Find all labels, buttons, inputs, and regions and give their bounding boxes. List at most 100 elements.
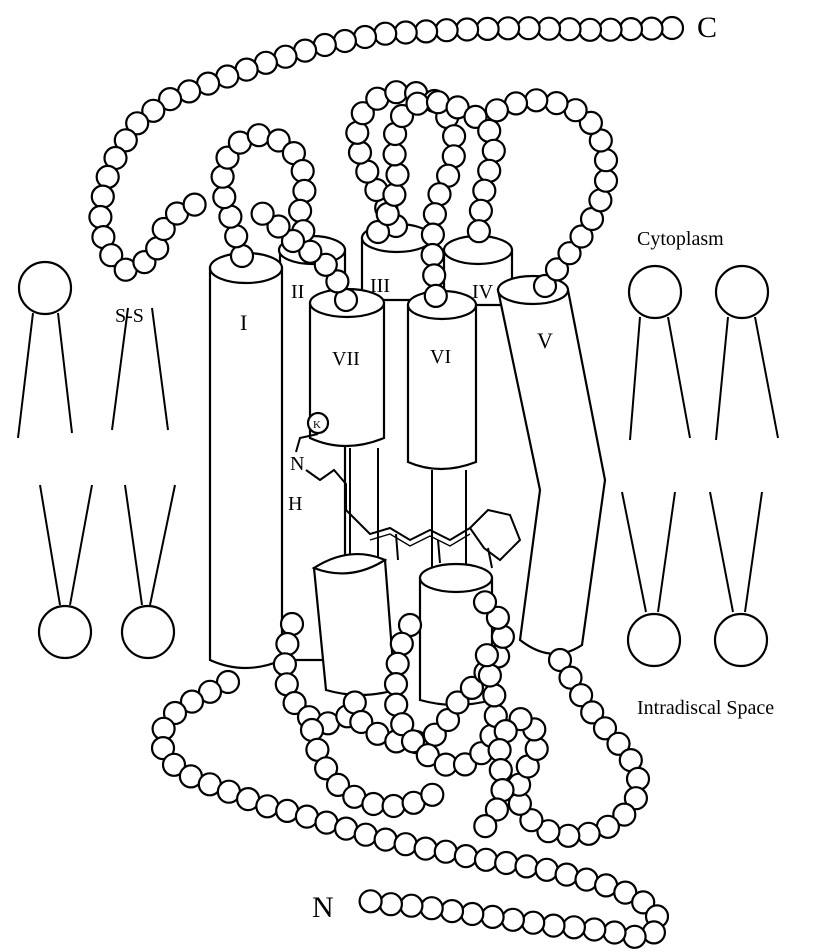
amino-acid-bead — [231, 245, 253, 267]
amino-acid-bead — [497, 17, 519, 39]
amino-acid-bead — [421, 784, 443, 806]
amino-acid-bead — [641, 18, 663, 40]
amino-acid-bead — [461, 903, 483, 925]
amino-acid-bead — [578, 823, 600, 845]
amino-acid-bead — [483, 140, 505, 162]
amino-acid-bead — [424, 203, 446, 225]
amino-acid-bead — [579, 19, 601, 41]
helix-label-v: V — [537, 328, 553, 353]
amino-acid-bead — [474, 815, 496, 837]
amino-acid-bead — [289, 200, 311, 222]
amino-acid-bead — [583, 919, 605, 941]
amino-acid-bead — [301, 719, 323, 741]
amino-acid-bead — [441, 900, 463, 922]
helix-label-vi: VI — [430, 346, 451, 368]
amino-acid-bead — [543, 915, 565, 937]
amino-acid-bead — [490, 759, 512, 781]
amino-acid-bead — [495, 852, 517, 874]
amino-acid-bead — [620, 18, 642, 40]
amino-acid-bead — [387, 164, 409, 186]
helix-label-iv: IV — [472, 281, 494, 303]
amino-acid-bead — [423, 264, 445, 286]
amino-acid-bead — [384, 143, 406, 165]
amino-acid-bead — [468, 220, 490, 242]
helix-label-vii: VII — [332, 348, 360, 370]
lipid-left-2 — [112, 308, 175, 658]
amino-acid-bead — [436, 19, 458, 41]
amino-acid-bead — [395, 833, 417, 855]
lipid-right-2 — [710, 266, 778, 666]
amino-acid-bead — [443, 125, 465, 147]
amino-acid-bead — [276, 633, 298, 655]
amino-acid-bead — [374, 23, 396, 45]
amino-acid-bead — [395, 22, 417, 44]
amino-acid-bead — [559, 18, 581, 40]
helix-label-ii: II — [291, 281, 304, 303]
amino-acid-bead — [502, 909, 524, 931]
amino-acid-bead — [380, 893, 402, 915]
amino-acid-bead — [489, 739, 511, 761]
amino-acid-bead — [354, 26, 376, 48]
amino-acid-bead — [556, 864, 578, 886]
amino-acid-bead — [518, 17, 540, 39]
amino-acid-bead — [407, 93, 429, 115]
lysine-label: K — [313, 419, 321, 431]
amino-acid-bead — [252, 203, 274, 225]
amino-acid-bead — [391, 633, 413, 655]
amino-acid-bead — [281, 613, 303, 635]
n-terminus-label: N — [312, 891, 334, 924]
amino-acid-bead — [213, 186, 235, 208]
schiff-base-n-label: N — [290, 453, 304, 475]
cytoplasm-label: Cytoplasm — [637, 228, 724, 250]
amino-acid-bead — [522, 912, 544, 934]
amino-acid-bead — [435, 841, 457, 863]
amino-acid-bead — [355, 824, 377, 846]
amino-acid-bead — [477, 18, 499, 40]
amino-acid-bead — [595, 170, 617, 192]
amino-acid-bead — [538, 18, 560, 40]
amino-acid-bead — [334, 30, 356, 52]
amino-acid-bead — [427, 91, 449, 113]
amino-acid-bead — [455, 845, 477, 867]
amino-acid-bead — [360, 890, 382, 912]
lipid-left-1 — [18, 262, 92, 658]
amino-acid-bead — [604, 922, 626, 944]
amino-acid-bead — [482, 906, 504, 928]
amino-acid-bead — [400, 895, 422, 917]
amino-acid-bead — [346, 122, 368, 144]
amino-acid-bead — [478, 120, 500, 142]
amino-acid-bead — [385, 81, 407, 103]
amino-acid-bead — [385, 673, 407, 695]
amino-acid-bead — [383, 795, 405, 817]
amino-acid-bead — [557, 825, 579, 847]
amino-acid-bead — [546, 92, 568, 114]
amino-acid-bead — [421, 897, 443, 919]
amino-acid-bead — [525, 89, 547, 111]
amino-acid-bead — [92, 186, 114, 208]
amino-acid-bead — [349, 142, 371, 164]
disulfide-bond-label: S-S — [115, 305, 144, 327]
amino-acid-bead — [293, 180, 315, 202]
amino-acid-bead — [429, 183, 451, 205]
amino-acid-bead — [422, 224, 444, 246]
amino-acid-bead — [422, 244, 444, 266]
amino-acid-bead — [97, 166, 119, 188]
amino-acid-bead — [536, 859, 558, 881]
helix-label-iii: III — [370, 275, 390, 297]
amino-acid-bead — [516, 855, 538, 877]
amino-acid-bead — [600, 19, 622, 41]
schiff-base-h-label: H — [288, 493, 302, 515]
amino-acid-bead — [256, 795, 278, 817]
amino-acid-bead — [292, 160, 314, 182]
amino-acid-bead — [89, 206, 111, 228]
amino-acid-bead — [475, 849, 497, 871]
amino-acid-bead — [375, 829, 397, 851]
lipid-right-1 — [622, 266, 690, 666]
amino-acid-bead — [474, 591, 496, 613]
amino-acid-bead — [595, 149, 617, 171]
amino-acid-bead — [486, 99, 508, 121]
amino-acid-bead — [479, 665, 501, 687]
amino-acid-bead — [314, 34, 336, 56]
amino-acid-bead — [362, 793, 384, 815]
